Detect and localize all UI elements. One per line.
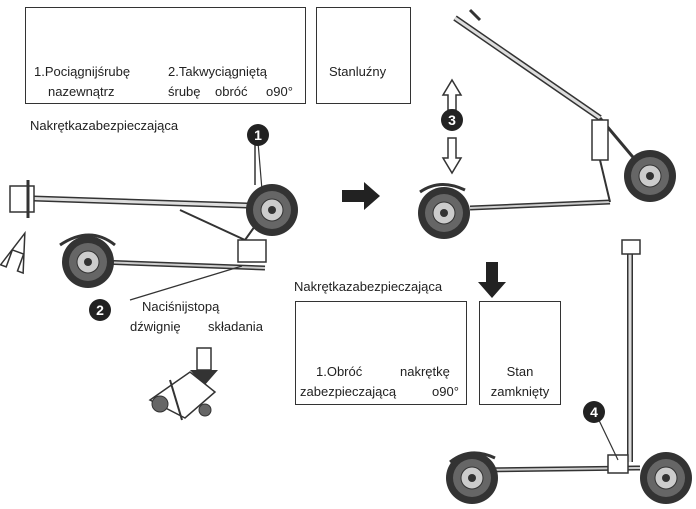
- lock-instruction-box: [295, 301, 467, 405]
- lock-step-line2b: o90°: [432, 384, 459, 399]
- loose-state-box: [316, 7, 411, 104]
- lock-step-line1b: nakrętkę: [400, 364, 450, 379]
- loose-state-label: Stanluźny: [329, 64, 387, 79]
- step-marker-2: 2: [89, 299, 111, 321]
- lock-nut-label-top: Nakrętkazabezpieczająca: [30, 118, 179, 133]
- lock-nut-label-mid: Nakrętkazabezpieczająca: [294, 279, 443, 294]
- closed-state-box: [479, 301, 561, 405]
- step1-line1: 1.Pociągnijśrubę: [34, 64, 131, 79]
- pointer-line-1: [257, 141, 263, 191]
- step2-line1: 2.Takwyciągniętą: [168, 64, 267, 79]
- press-label-line1: Naciśnijstopą: [142, 299, 220, 314]
- closed-state-line1: Stan: [506, 364, 534, 379]
- down-next-arrow-icon: [478, 262, 506, 298]
- step2-line2c: o90°: [266, 84, 293, 99]
- step1-line2: nazewnątrz: [48, 84, 115, 99]
- step-marker-3: 3: [441, 109, 463, 131]
- push-up-arrow-icon: [0, 230, 26, 275]
- closed-state-line2: zamknięty: [490, 384, 550, 399]
- bolt-instruction-box: [25, 7, 306, 104]
- step-marker-1: 1: [247, 124, 269, 146]
- scooter-folding-illustration: [417, 8, 677, 240]
- pointer-line-2: [129, 265, 243, 301]
- step2-line2b: obróć: [215, 84, 248, 99]
- up-arrow-icon: [441, 78, 463, 111]
- step-marker-4: 4: [583, 401, 605, 423]
- lock-step-line2a: zabezpieczającą: [300, 384, 397, 399]
- foot-press-illustration: [148, 347, 218, 421]
- down-arrow-icon: [441, 137, 463, 175]
- scooter-folded-illustration: [445, 239, 693, 505]
- scooter-flat-illustration: [9, 145, 299, 289]
- next-arrow-icon: [342, 182, 380, 210]
- press-label-line2b: składania: [208, 319, 263, 334]
- press-label-line2a: dźwignię: [130, 319, 181, 334]
- lock-step-line1a: 1.Obróć: [316, 364, 363, 379]
- step2-line2a: śrubę: [168, 84, 201, 99]
